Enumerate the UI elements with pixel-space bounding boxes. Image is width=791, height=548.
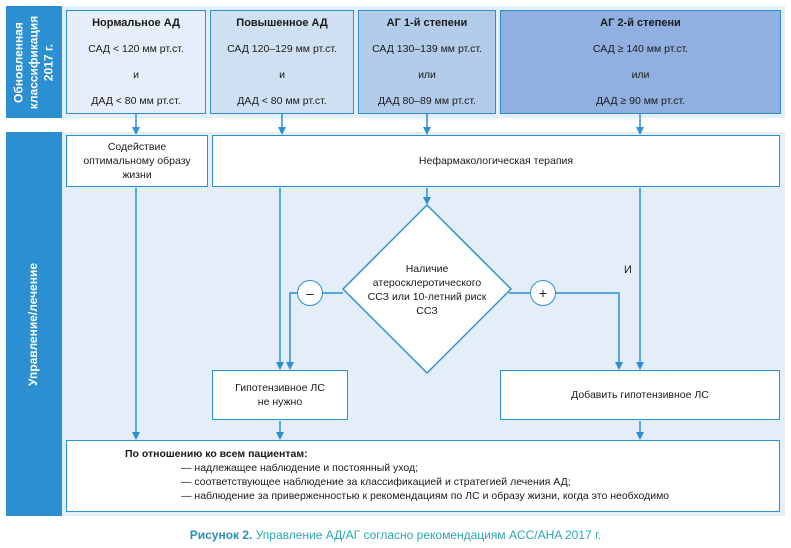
no-drug-box: Гипотензивное ЛС не нужно xyxy=(212,370,348,420)
category-dbp: ДАД < 80 мм рт.ст. xyxy=(91,95,181,107)
nonpharm-therapy-box: Нефармакологическая терапия xyxy=(212,135,780,187)
plus-symbol: + xyxy=(538,285,548,301)
category-title: АГ 2-й степени xyxy=(600,17,681,29)
category-sbp: САД < 120 мм рт.ст. xyxy=(88,43,184,55)
and-text: И xyxy=(624,264,632,276)
category-title: Нормальное АД xyxy=(92,17,180,29)
arrow-minus-to-no-drug xyxy=(286,292,343,370)
category-title: Повышенное АД xyxy=(236,17,328,29)
and-label: И xyxy=(621,264,635,276)
decision-text: Наличие атеросклеротического ССЗ или 10-… xyxy=(362,262,492,318)
category-sbp: САД 130–139 мм рт.ст. xyxy=(372,43,482,55)
category-stage2-htn: АГ 2-й степени САД ≥ 140 мм рт.ст. или Д… xyxy=(500,10,781,114)
add-drug-box: Добавить гипотензивное ЛС xyxy=(500,370,780,420)
category-sbp: САД ≥ 140 мм рт.ст. xyxy=(592,43,689,55)
category-elevated-bp: Повышенное АД САД 120–129 мм рт.ст. и ДА… xyxy=(210,10,354,114)
category-title: АГ 1-й степени xyxy=(386,17,468,29)
minus-symbol: – xyxy=(306,285,314,301)
no-drug-text: Гипотензивное ЛС не нужно xyxy=(235,382,325,408)
category-conjunction: или xyxy=(418,69,436,81)
all-patients-title: По отношению ко всем пациентам: xyxy=(125,448,308,460)
all-patients-item: — соответствующее наблюдение за классифи… xyxy=(181,476,571,488)
nonpharm-text: Нефармакологическая терапия xyxy=(418,155,574,167)
category-conjunction: и xyxy=(279,69,285,81)
all-patients-item: — наблюдение за приверженностью к рекоме… xyxy=(181,490,670,502)
add-drug-text: Добавить гипотензивное ЛС xyxy=(571,389,709,401)
decision-label: Наличие атеросклеротического ССЗ или 10-… xyxy=(367,263,487,317)
category-stage1-htn: АГ 1-й степени САД 130–139 мм рт.ст. или… xyxy=(358,10,496,114)
all-patients-box: По отношению ко всем пациентам: — надлеж… xyxy=(66,440,780,512)
plus-circle: + xyxy=(530,280,556,306)
category-conjunction: и xyxy=(133,69,139,81)
arrow-plus-to-add-drug xyxy=(509,292,623,370)
caption-label: Рисунок 2. xyxy=(189,528,253,542)
all-patients-item: — надлежащее наблюдение и постоянный ухо… xyxy=(181,462,419,474)
category-sbp: САД 120–129 мм рт.ст. xyxy=(227,43,337,55)
management-side-label: Управление/лечение xyxy=(6,132,62,516)
caption-text: Управление АД/АГ согласно рекомендациям … xyxy=(252,528,602,542)
minus-circle: – xyxy=(297,280,323,306)
category-dbp: ДАД < 80 мм рт.ст. xyxy=(237,95,327,107)
category-normal-bp: Нормальное АД САД < 120 мм рт.ст. и ДАД … xyxy=(66,10,206,114)
figure-caption: Рисунок 2. Управление АД/АГ согласно рек… xyxy=(0,528,791,542)
lifestyle-text: Содействие оптимальному образу жизни xyxy=(83,141,191,181)
category-dbp: ДАД 80–89 мм рт.ст. xyxy=(378,95,476,107)
decision-diamond xyxy=(341,203,513,375)
classification-side-label: Обновленная классификация 2017 г. xyxy=(6,6,62,118)
category-conjunction: или xyxy=(631,69,650,81)
category-dbp: ДАД ≥ 90 мм рт.ст. xyxy=(595,95,686,107)
lifestyle-box: Содействие оптимальному образу жизни xyxy=(66,135,208,187)
